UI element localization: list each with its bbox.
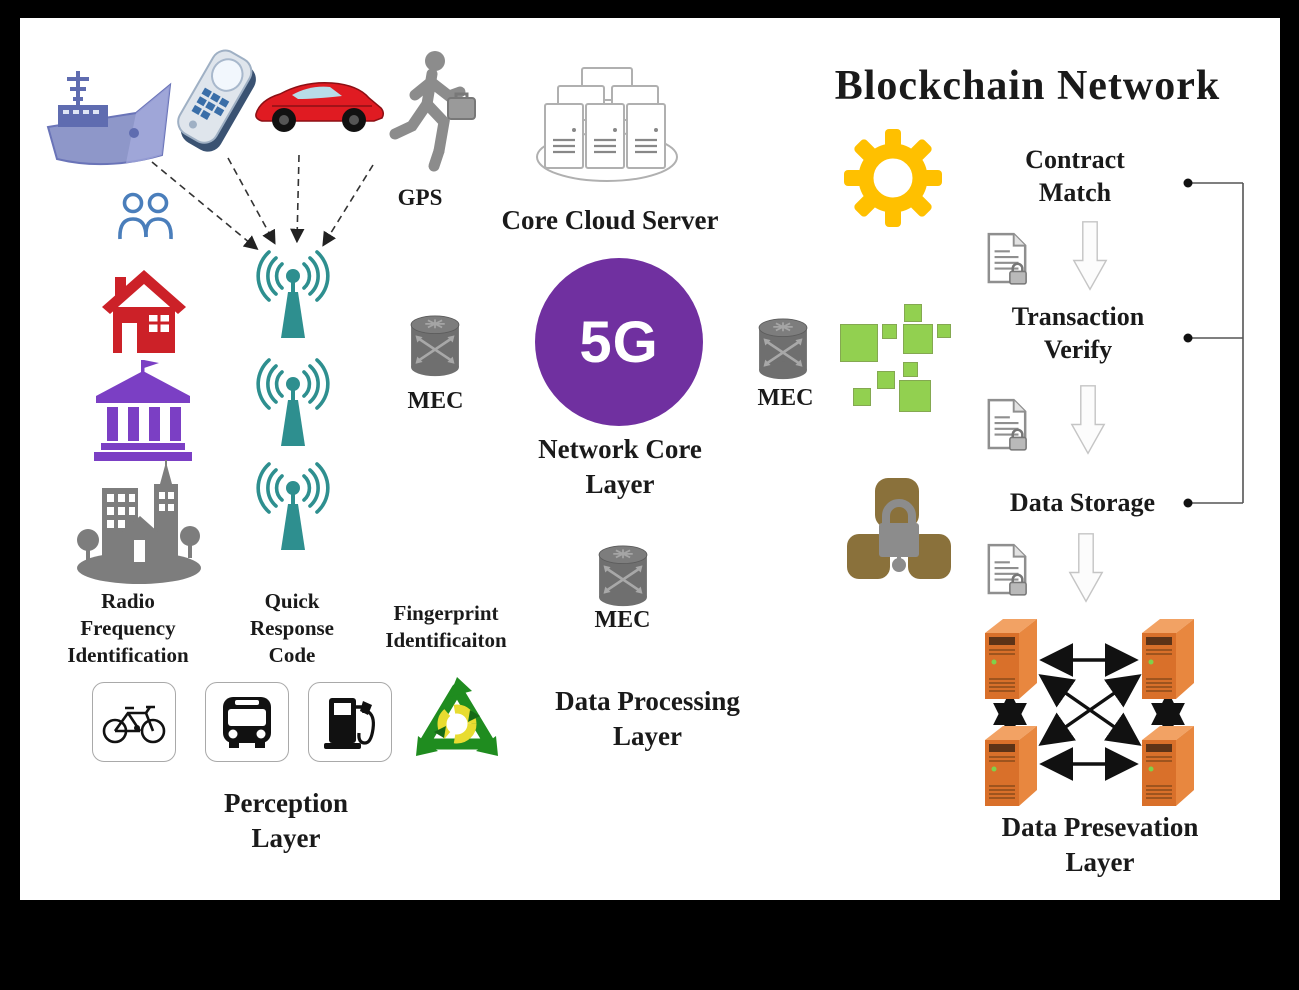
document-lock-icon	[987, 543, 1027, 596]
down-arrow-icon	[1068, 533, 1104, 603]
cloud-server-icon	[536, 67, 678, 182]
document-lock-icon	[987, 398, 1027, 451]
mec-cylinder-icon	[410, 315, 460, 377]
mec-label: MEC	[407, 388, 464, 414]
qr-code-label: Quick Response Code	[249, 589, 334, 667]
running-person-icon	[389, 51, 476, 172]
bus-icon	[205, 682, 289, 762]
perception-layer-label: Perception Layer	[224, 788, 348, 853]
mec-label: MEC	[594, 607, 651, 633]
green-blocks-icon	[838, 298, 958, 423]
fuel-pump-icon	[308, 682, 392, 762]
antenna-icon	[256, 462, 330, 550]
ship-icon	[46, 71, 172, 166]
down-arrow-icon	[1072, 221, 1108, 291]
transaction-verify-label: Transaction Verify	[1011, 302, 1145, 365]
gps-label: GPS	[397, 185, 443, 210]
core-cloud-server-label: Core Cloud Server	[501, 205, 719, 235]
down-arrow-icon	[1070, 385, 1106, 455]
document-lock-icon	[987, 232, 1027, 285]
blockchain-network-title: Blockchain Network	[834, 63, 1221, 109]
data-preservation-layer-label: Data Presevation Layer	[1001, 812, 1199, 877]
mec-label: MEC	[757, 385, 814, 411]
fingerprint-label: Fingerprint Identificaiton	[385, 601, 507, 652]
uplink-dashed-arrows	[151, 154, 374, 251]
mec-cylinder-icon	[758, 318, 808, 380]
users-icon	[118, 192, 173, 240]
mobile-phone-icon	[177, 49, 256, 152]
city-buildings-icon	[77, 460, 201, 584]
rfid-label: Radio Frequency Identification	[67, 589, 189, 667]
server-network-icon	[985, 619, 1194, 806]
five-g-circle: 5G	[535, 258, 703, 426]
secure-storage-icon	[847, 478, 951, 579]
antenna-icon	[256, 358, 330, 446]
data-storage-label: Data Storage	[1009, 488, 1156, 517]
bicycle-icon	[92, 682, 176, 762]
house-icon	[102, 270, 186, 353]
data-processing-layer-label: Data Processing Layer	[555, 686, 740, 751]
five-g-label: 5G	[579, 309, 659, 375]
step-connector-bracket	[1183, 178, 1244, 508]
gear-icon	[844, 129, 942, 227]
bank-icon	[94, 360, 192, 461]
mec-cylinder-icon	[598, 545, 648, 607]
contract-match-label: Contract Match	[1025, 145, 1125, 208]
network-core-layer-label: Network Core Layer	[538, 434, 702, 499]
sports-car-icon	[255, 81, 385, 132]
antenna-icon	[256, 250, 330, 338]
recycle-icon	[416, 677, 498, 756]
